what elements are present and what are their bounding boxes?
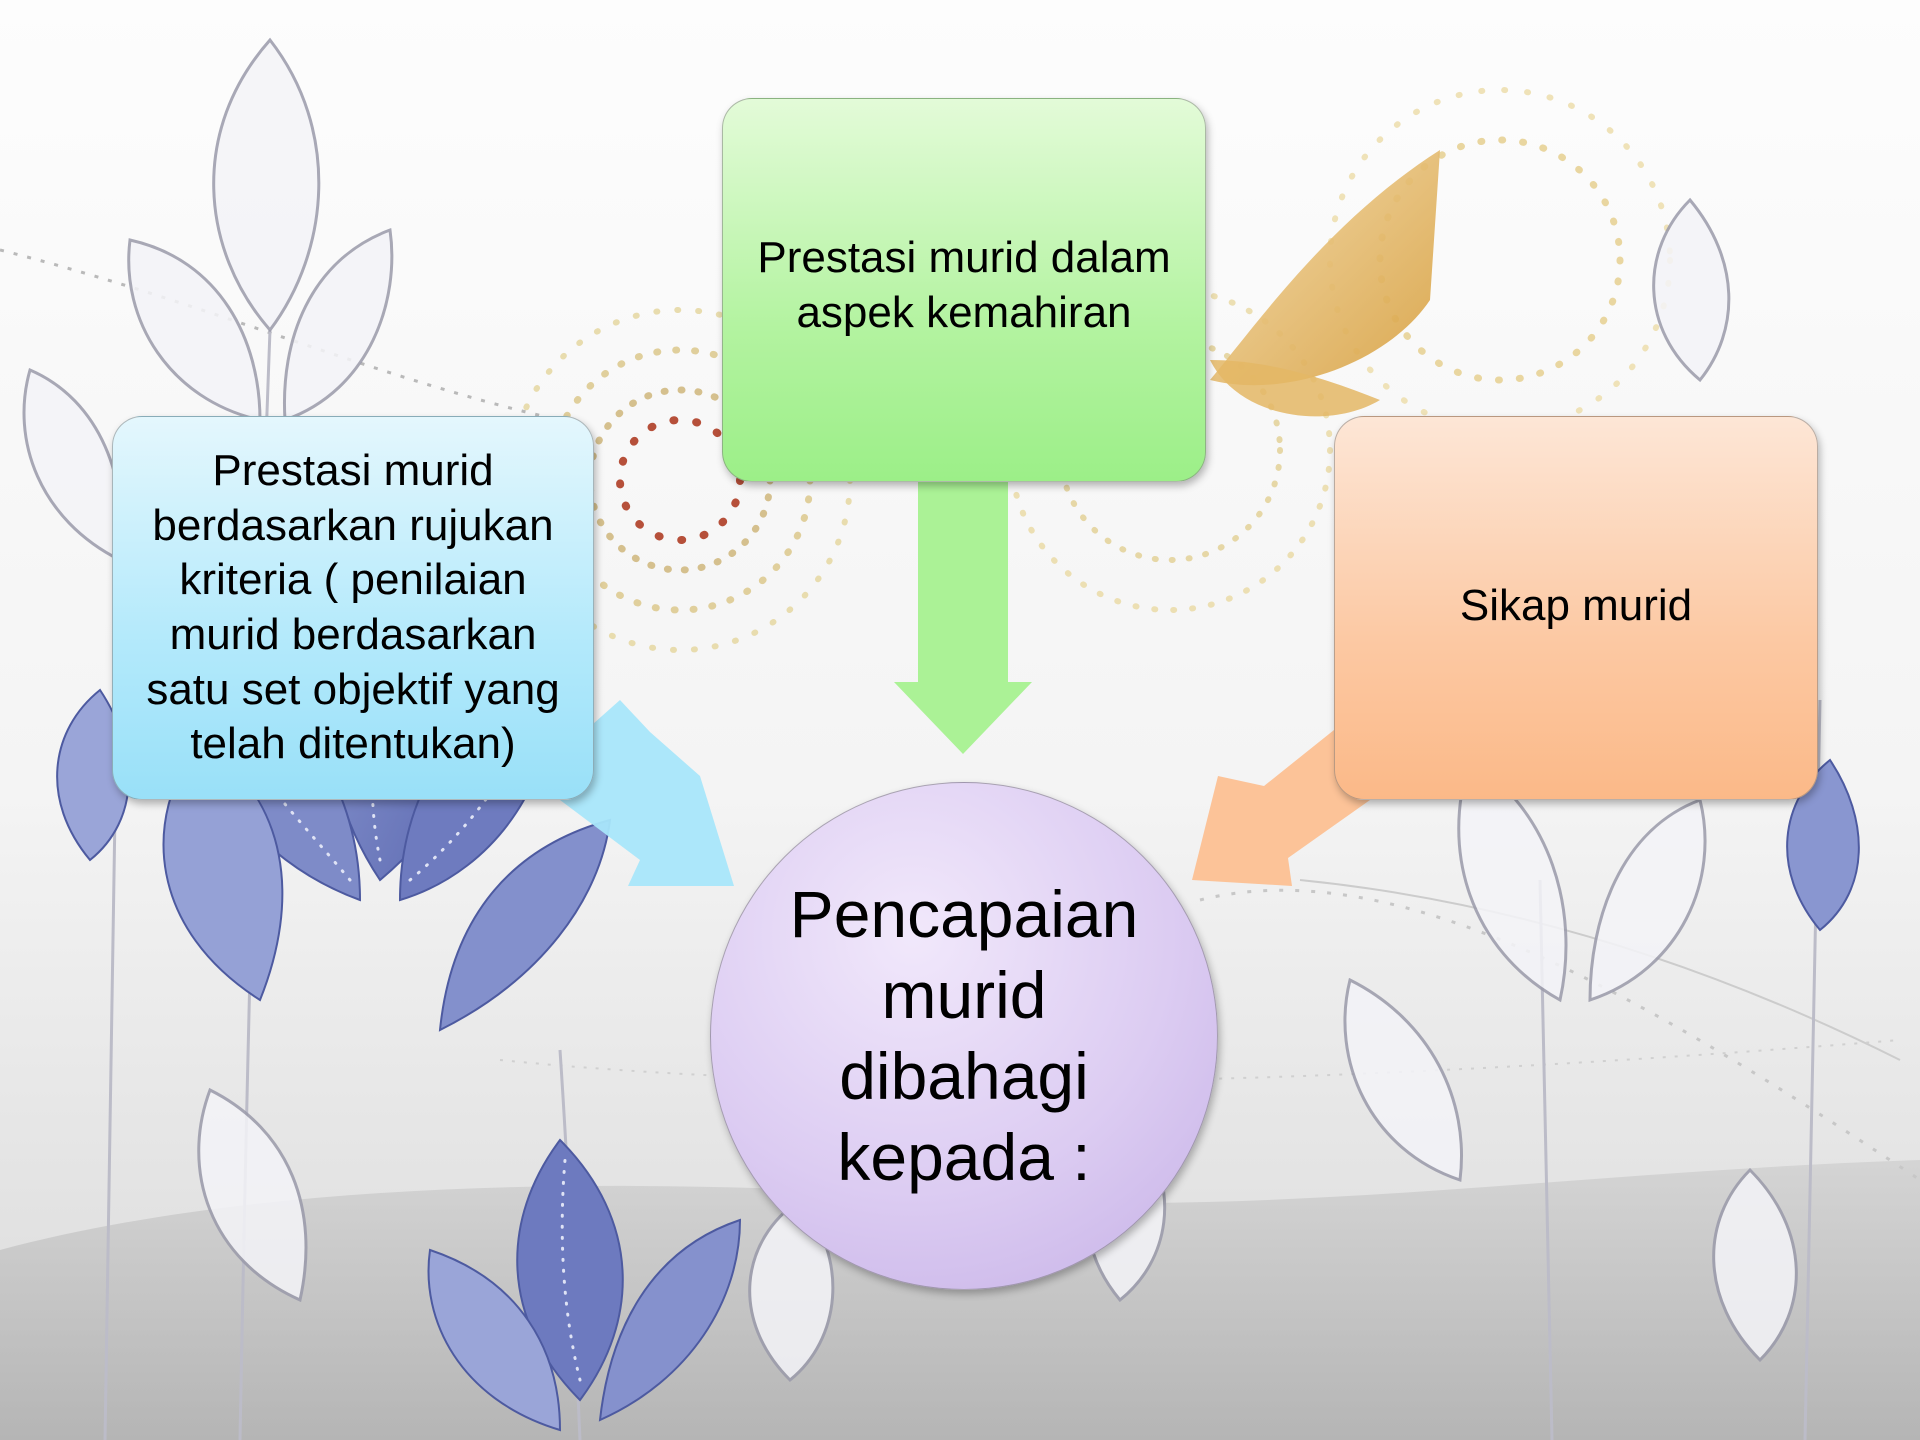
center-text: Pencapaian murid dibahagi kepada : (789, 876, 1139, 1195)
item-text-left: Prestasi murid berdasarkan rujukan krite… (146, 446, 560, 769)
center-circle: Pencapaian murid dibahagi kepada : (710, 782, 1218, 1290)
item-box-top: Prestasi murid dalam aspek kemahiran (722, 98, 1206, 482)
item-text-top: Prestasi murid dalam aspek kemahiran (757, 233, 1171, 337)
item-box-right: Sikap murid (1334, 416, 1818, 800)
item-text-right: Sikap murid (1459, 581, 1693, 630)
arrow-top-to-center (894, 482, 1032, 754)
arrow-right-to-center (1192, 730, 1370, 886)
item-box-left: Prestasi murid berdasarkan rujukan krite… (112, 416, 594, 800)
